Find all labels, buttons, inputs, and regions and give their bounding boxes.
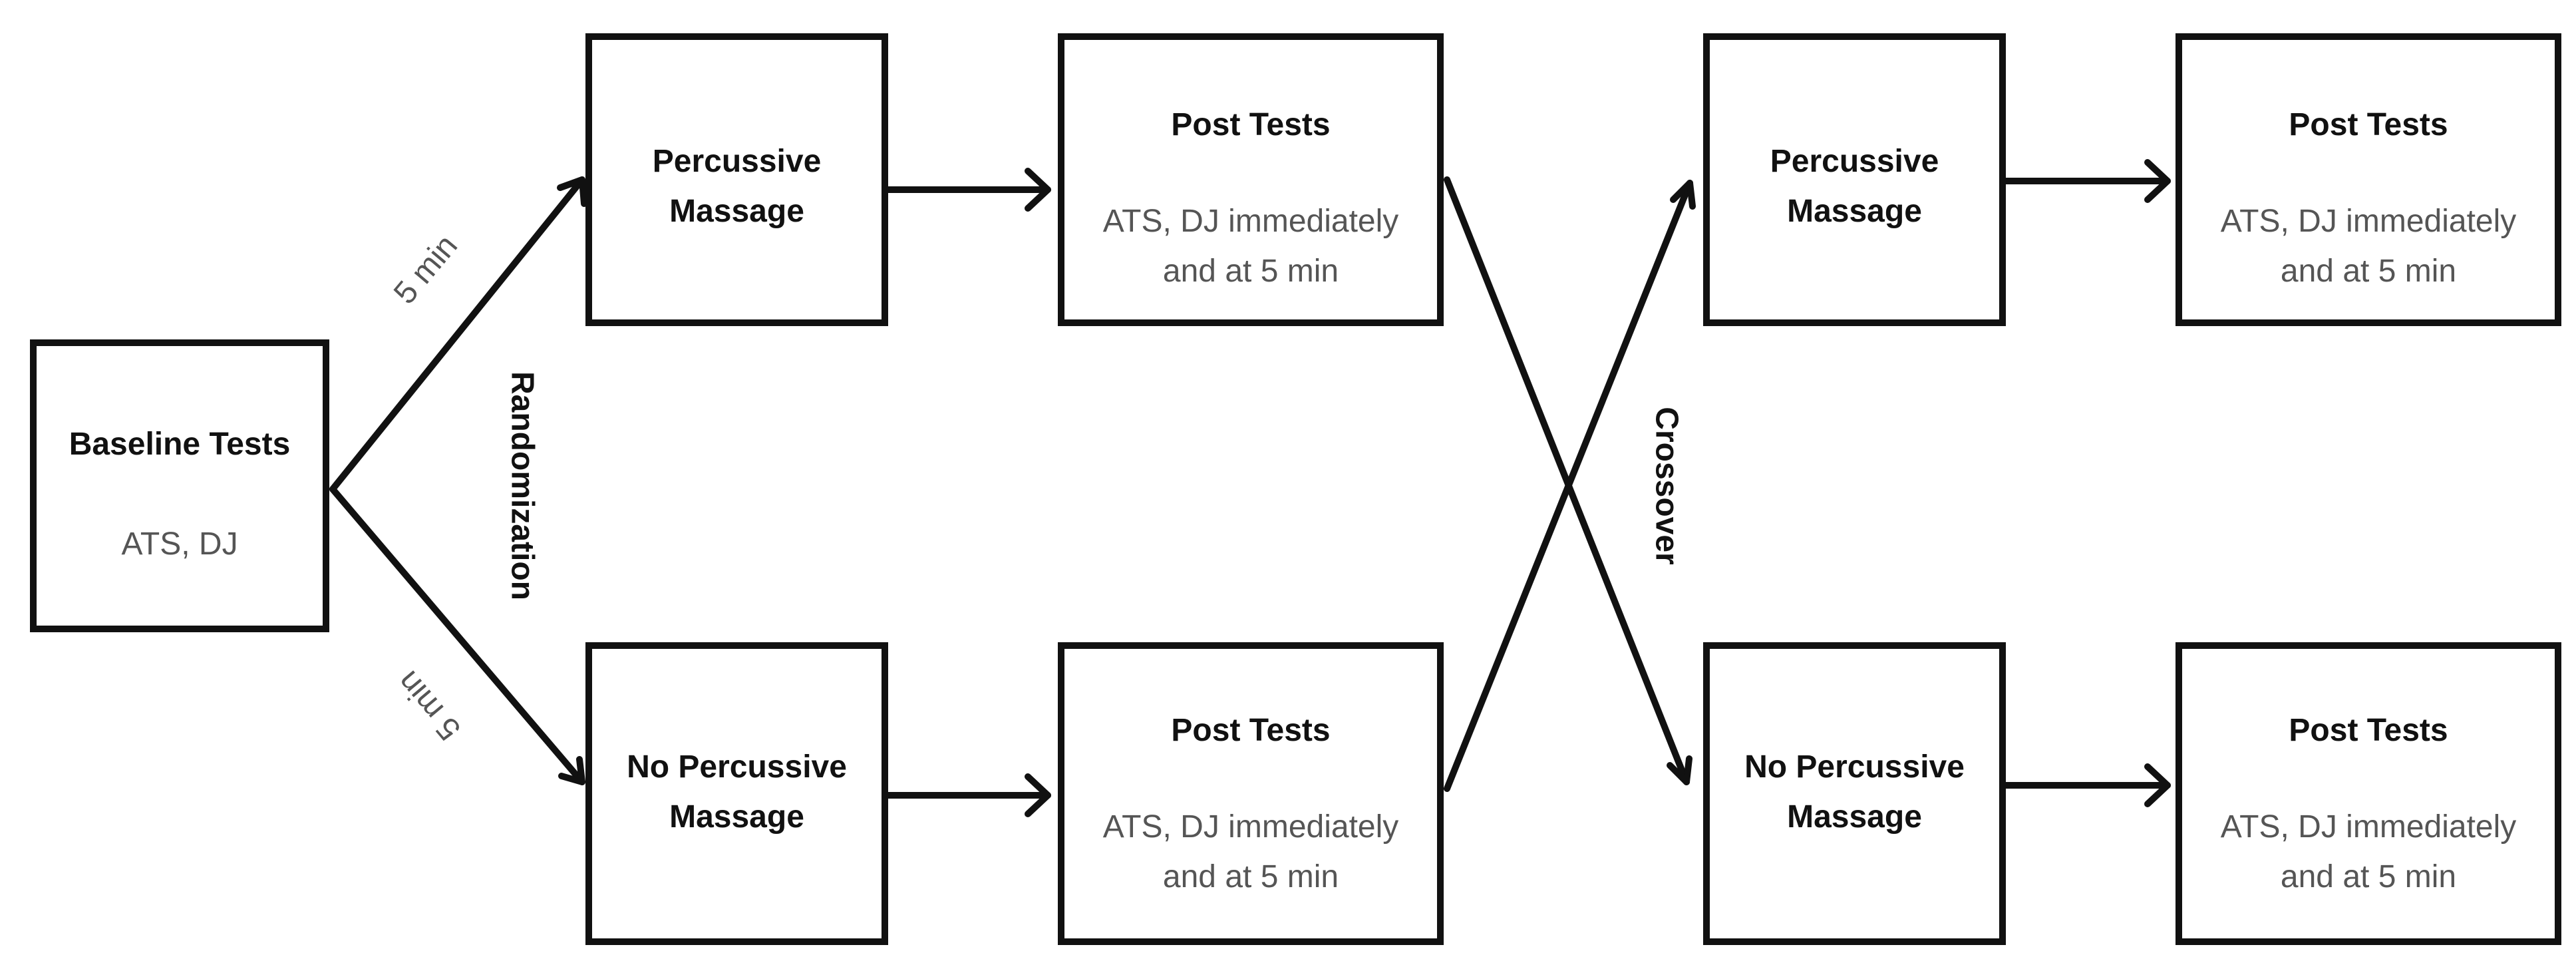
crossover-label: Crossover [1649, 407, 1685, 565]
detail-line: ATS, DJ immediately [2220, 204, 2517, 239]
post-tests-box-bottom-right: Post Tests ATS, DJ immediately and at 5 … [2175, 642, 2561, 945]
arrow-baseline-to-percussive [329, 176, 585, 492]
title-line: Massage [1787, 194, 1922, 229]
arrow-head-crossover-to-percussive [1670, 180, 1696, 210]
title-line: Percussive [1770, 144, 1939, 179]
arrow-head-percussive-to-post-top-right [2144, 159, 2171, 203]
randomization-label: Randomization [504, 371, 540, 600]
title-line: Massage [669, 194, 804, 229]
arrow-baseline-to-no-percussive [329, 486, 585, 785]
arrow-crossover-to-no-percussive [1444, 176, 1690, 785]
percussive-massage-title: Percussive Massage [592, 136, 882, 236]
no-percussive-massage-title: No Percussive Massage [1710, 742, 1999, 842]
no-percussive-massage-box-bottom: No Percussive Massage [585, 642, 888, 945]
title-line: Percussive [652, 144, 822, 179]
no-percussive-massage-title: No Percussive Massage [592, 742, 882, 842]
title-line: Massage [669, 799, 804, 835]
arrow-head-no-percussive-to-post-bottom [1025, 773, 1051, 817]
title-line: No Percussive [627, 749, 847, 785]
title-line: Massage [1787, 799, 1922, 835]
post-tests-box-bottom: Post Tests ATS, DJ immediately and at 5 … [1058, 642, 1444, 945]
baseline-tests-detail: ATS, DJ [121, 526, 238, 562]
post-tests-detail: ATS, DJ immediately and at 5 min [2182, 802, 2555, 902]
post-tests-detail: ATS, DJ immediately and at 5 min [1064, 802, 1437, 902]
arrow-head-baseline-to-no-percussive [558, 756, 585, 785]
arrow-head-no-percussive-to-post-bottom-right [2144, 763, 2171, 807]
detail-line: and at 5 min [1162, 859, 1339, 894]
post-tests-title: Post Tests [2289, 107, 2448, 142]
arrow-crossover-to-percussive [1444, 180, 1693, 792]
arrow-head-crossover-to-no-percussive [1667, 755, 1692, 785]
post-tests-detail: ATS, DJ immediately and at 5 min [1064, 196, 1437, 296]
detail-line: ATS, DJ immediately [2220, 809, 2517, 845]
post-tests-box-top: Post Tests ATS, DJ immediately and at 5 … [1058, 33, 1444, 326]
detail-line: ATS, DJ immediately [1102, 204, 1399, 239]
detail-line: ATS, DJ immediately [1102, 809, 1399, 845]
detail-line: and at 5 min [2280, 254, 2457, 289]
percussive-massage-title: Percussive Massage [1710, 136, 1999, 236]
post-tests-detail: ATS, DJ immediately and at 5 min [2182, 196, 2555, 296]
percussive-massage-box-top-right: Percussive Massage [1703, 33, 2006, 326]
post-tests-box-top-right: Post Tests ATS, DJ immediately and at 5 … [2175, 33, 2561, 326]
percussive-massage-box-top: Percussive Massage [585, 33, 888, 326]
baseline-tests-title: Baseline Tests [69, 427, 291, 462]
arrow-head-percussive-to-post-top [1025, 168, 1051, 212]
baseline-tests-box: Baseline Tests ATS, DJ [30, 339, 329, 632]
post-tests-title: Post Tests [1171, 713, 1331, 748]
detail-line: and at 5 min [1162, 254, 1339, 289]
detail-line: and at 5 min [2280, 859, 2457, 894]
arrow-head-baseline-to-percussive [557, 176, 587, 207]
title-line: No Percussive [1744, 749, 1965, 785]
no-percussive-massage-box-bottom-right: No Percussive Massage [1703, 642, 2006, 945]
post-tests-title: Post Tests [2289, 713, 2448, 748]
post-tests-title: Post Tests [1171, 107, 1331, 142]
